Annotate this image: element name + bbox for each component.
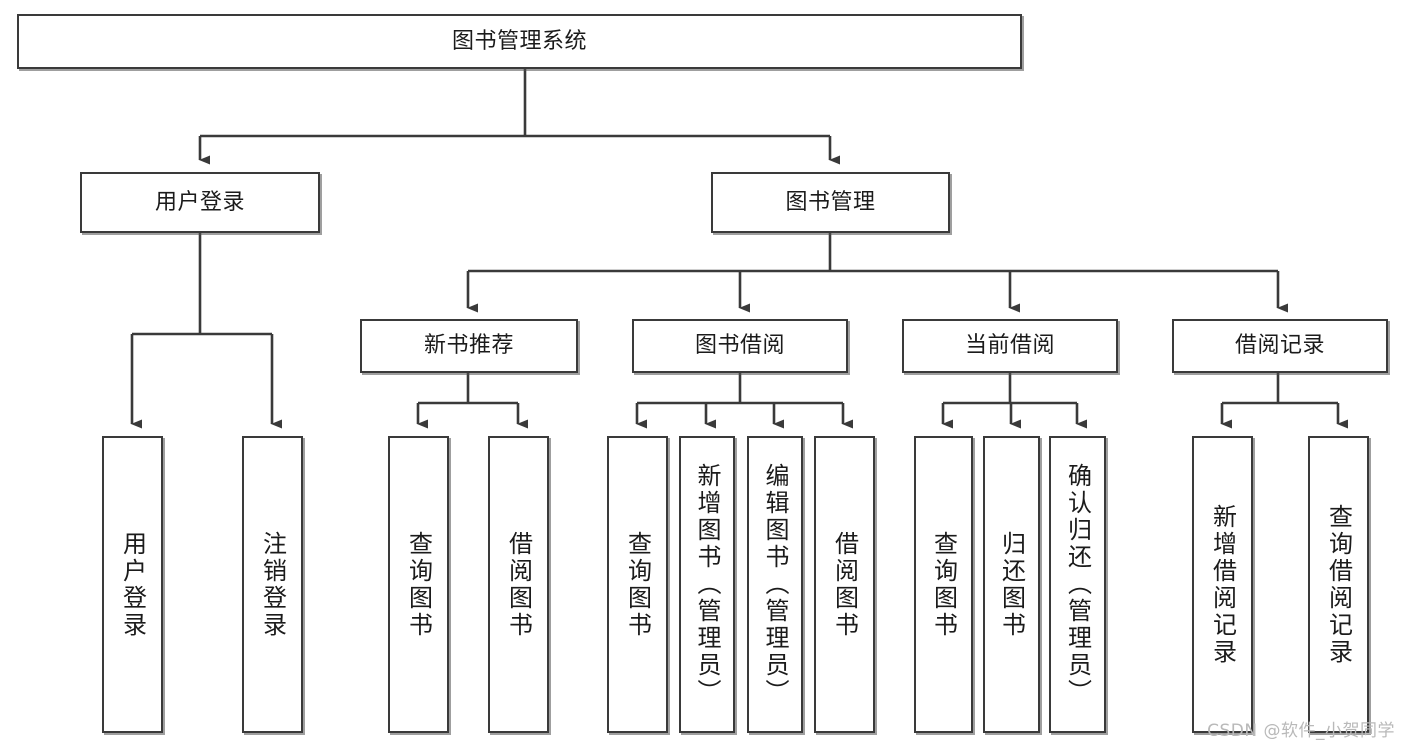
node-leaf-logout[interactable]: 注销登录: [242, 436, 303, 733]
node-leaf-query-book-3[interactable]: 查询图书: [914, 436, 973, 733]
node-leaf-borrow-book-1-label: 借阅图书: [504, 530, 533, 639]
node-borrow-record-label: 借阅记录: [1234, 333, 1325, 359]
node-book-manage[interactable]: 图书管理: [711, 172, 950, 233]
node-leaf-add-record-label: 新增借阅记录: [1208, 503, 1237, 666]
node-leaf-edit-book[interactable]: 编辑图书（管理员）: [747, 436, 803, 733]
node-leaf-borrow-book-2[interactable]: 借阅图书: [814, 436, 875, 733]
node-leaf-query-book-2[interactable]: 查询图书: [607, 436, 668, 733]
node-leaf-add-book[interactable]: 新增图书（管理员）: [679, 436, 735, 733]
node-root[interactable]: 图书管理系统: [17, 14, 1022, 69]
node-book-borrow[interactable]: 图书借阅: [632, 319, 848, 373]
node-leaf-query-book-3-label: 查询图书: [929, 530, 958, 639]
node-leaf-confirm-return[interactable]: 确认归还（管理员）: [1049, 436, 1106, 733]
node-leaf-confirm-return-label: 确认归还（管理员）: [1063, 463, 1092, 706]
node-leaf-query-record-label: 查询借阅记录: [1324, 503, 1353, 666]
node-leaf-query-book-1-label: 查询图书: [404, 530, 433, 639]
node-book-manage-label: 图书管理: [785, 189, 876, 215]
node-root-label: 图书管理系统: [451, 28, 587, 54]
node-leaf-query-book-2-label: 查询图书: [623, 530, 652, 639]
node-leaf-borrow-book-2-label: 借阅图书: [830, 530, 859, 639]
node-leaf-add-book-label: 新增图书（管理员）: [693, 463, 721, 706]
node-user-login[interactable]: 用户登录: [80, 172, 320, 233]
node-leaf-user-login[interactable]: 用户登录: [102, 436, 163, 733]
node-current-borrow-label: 当前借阅: [964, 333, 1055, 359]
node-new-book-rec[interactable]: 新书推荐: [360, 319, 578, 373]
node-new-book-rec-label: 新书推荐: [423, 333, 514, 359]
node-leaf-user-login-label: 用户登录: [118, 530, 147, 639]
node-borrow-record[interactable]: 借阅记录: [1172, 319, 1388, 373]
node-current-borrow[interactable]: 当前借阅: [902, 319, 1118, 373]
node-leaf-return-book[interactable]: 归还图书: [983, 436, 1040, 733]
node-leaf-add-record[interactable]: 新增借阅记录: [1192, 436, 1253, 733]
node-leaf-borrow-book-1[interactable]: 借阅图书: [488, 436, 549, 733]
node-leaf-return-book-label: 归还图书: [997, 530, 1026, 639]
node-user-login-label: 用户登录: [154, 189, 245, 215]
node-leaf-edit-book-label: 编辑图书（管理员）: [761, 463, 789, 706]
node-leaf-logout-label: 注销登录: [258, 530, 287, 639]
node-leaf-query-book-1[interactable]: 查询图书: [388, 436, 449, 733]
node-leaf-query-record[interactable]: 查询借阅记录: [1308, 436, 1369, 733]
node-book-borrow-label: 图书借阅: [694, 333, 785, 359]
